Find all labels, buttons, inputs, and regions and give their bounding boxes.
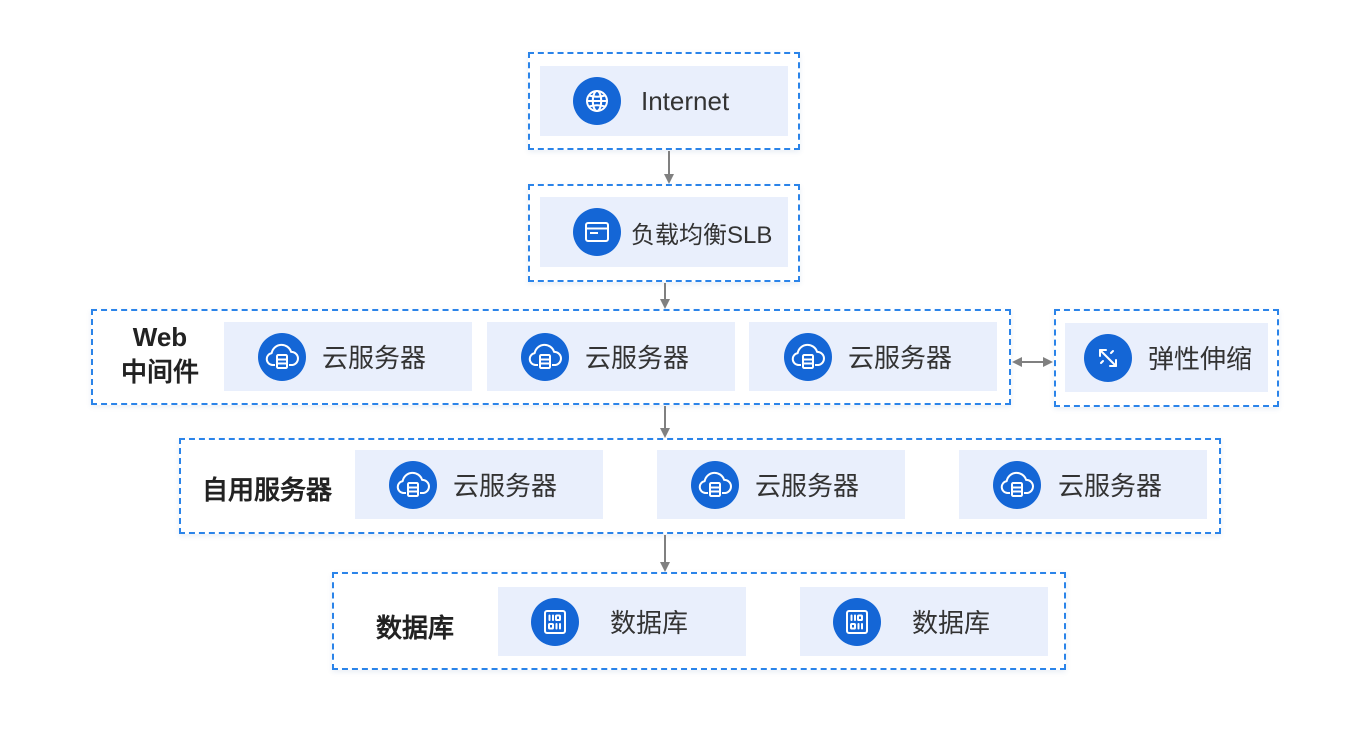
web-server-label: 云服务器: [322, 343, 427, 373]
web-middleware-title: Web 中间件: [110, 320, 210, 390]
self-server-card: 云服务器: [959, 450, 1207, 519]
database-card: 数据库: [800, 587, 1048, 656]
self-server-label: 云服务器: [1058, 471, 1163, 501]
cloud-server-icon: [389, 460, 437, 509]
slb-card: 负载均衡SLB: [540, 197, 788, 267]
database-icon: [531, 597, 579, 646]
web-server-card: 云服务器: [224, 322, 472, 391]
internet-label: Internet: [641, 85, 730, 116]
globe-icon: [573, 77, 621, 125]
self-server-card: 云服务器: [355, 450, 603, 519]
cloud-server-icon: [691, 460, 739, 509]
database-card: 数据库: [498, 587, 746, 656]
expand-arrows-icon: [1084, 333, 1132, 382]
elastic-scaling-label: 弹性伸缩: [1148, 344, 1253, 374]
internet-group: Internet: [528, 52, 800, 150]
cloud-server-icon: [784, 332, 832, 381]
internet-card: Internet: [540, 66, 788, 136]
self-server-label: 云服务器: [755, 471, 860, 501]
web-server-card: 云服务器: [749, 322, 997, 391]
database-title: 数据库: [376, 613, 455, 643]
web-server-card: 云服务器: [487, 322, 735, 391]
database-label: 数据库: [610, 608, 689, 638]
web-server-label: 云服务器: [585, 343, 690, 373]
elastic-scaling-group: 弹性伸缩: [1054, 309, 1279, 407]
web-server-label: 云服务器: [848, 343, 953, 373]
web-middleware-title-line2: 中间件: [120, 357, 199, 387]
web-middleware-title-line1: Web: [132, 322, 188, 352]
browser-window-icon: [573, 208, 621, 256]
database-group: 数据库 数据库 数据库: [332, 572, 1066, 670]
cloud-server-icon: [258, 332, 306, 381]
slb-group: 负载均衡SLB: [528, 184, 800, 282]
slb-label: 负载均衡SLB: [631, 221, 773, 249]
self-server-card: 云服务器: [657, 450, 905, 519]
web-middleware-group: Web 中间件 云服务器 云服务器 云服务器: [91, 309, 1011, 405]
database-icon: [833, 597, 881, 646]
cloud-server-icon: [521, 332, 569, 381]
cloud-server-icon: [993, 460, 1041, 509]
database-label: 数据库: [912, 608, 991, 638]
self-servers-title: 自用服务器: [202, 475, 333, 505]
self-servers-group: 自用服务器 云服务器 云服务器 云服务器: [179, 438, 1221, 534]
elastic-scaling-card: 弹性伸缩: [1065, 323, 1268, 392]
self-server-label: 云服务器: [453, 471, 558, 501]
